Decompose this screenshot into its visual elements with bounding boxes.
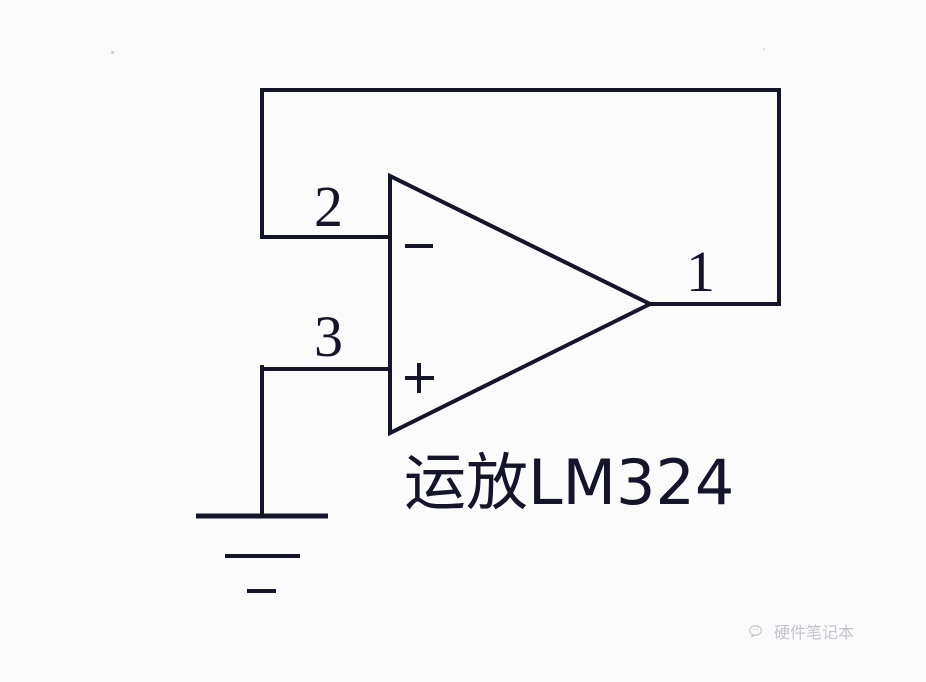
wechat-icon xyxy=(749,625,762,638)
plus-terminal-icon xyxy=(405,363,434,393)
scan-speck xyxy=(111,51,114,54)
scan-speck xyxy=(763,48,765,50)
pin-number-2-label: 2 xyxy=(314,174,343,239)
watermark-text: 硬件笔记本 xyxy=(774,622,855,642)
pin-number-3-label: 3 xyxy=(314,304,343,369)
pin-number-1-label: 1 xyxy=(686,239,715,304)
opamp-triangle xyxy=(388,172,655,437)
watermark: 硬件笔记本 xyxy=(748,623,854,642)
ground-symbol xyxy=(196,513,328,593)
component-caption: 运放LM324 xyxy=(404,446,735,519)
